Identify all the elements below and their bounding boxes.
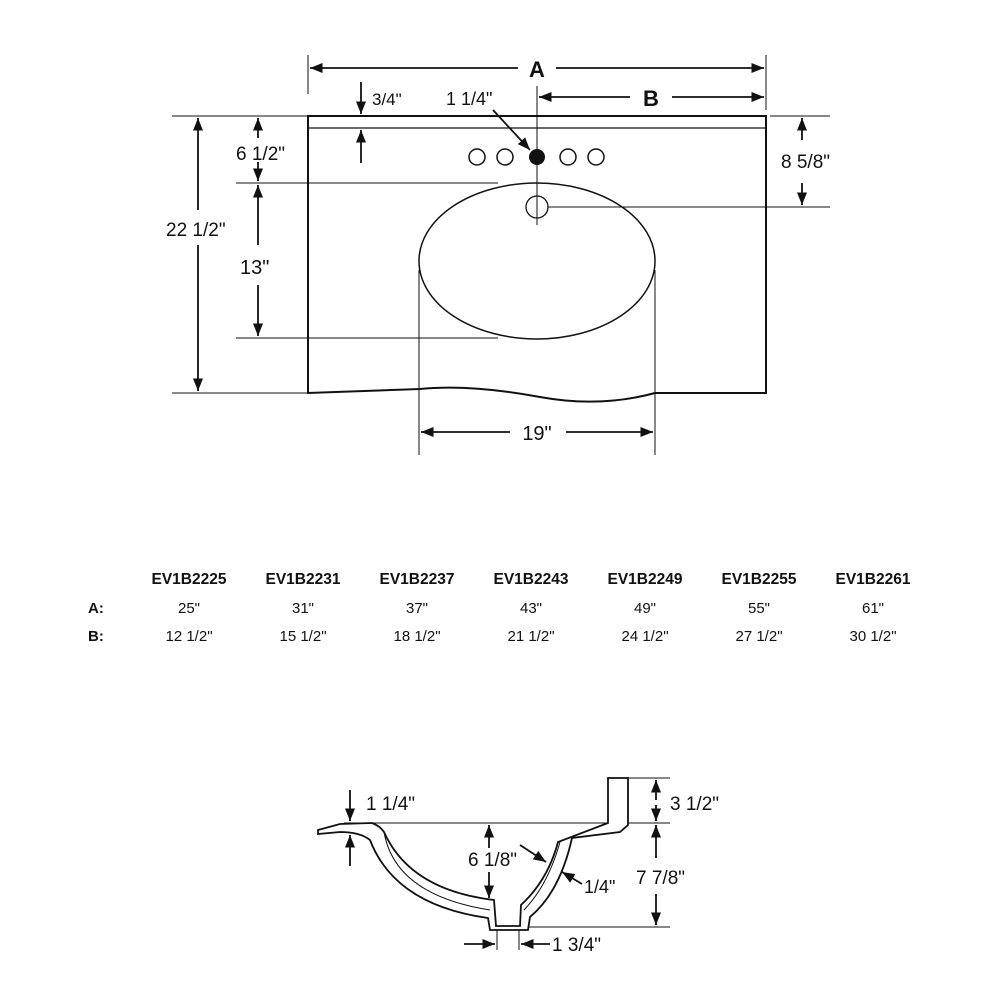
dim-total: 7 7/8" — [636, 868, 685, 889]
dim-six-half: 6 1/2" — [236, 144, 285, 165]
faucet-hole — [496, 148, 514, 166]
table-corner — [88, 566, 132, 594]
dim-eight-fiveeighth: 8 5/8" — [781, 152, 830, 173]
row-b: B: 12 1/2" 15 1/2" 18 1/2" 21 1/2" 24 1/… — [88, 622, 930, 650]
dim-rim: 1 1/4" — [366, 794, 415, 815]
a-value: 61" — [861, 599, 884, 617]
model-name: EV1B2225 — [151, 571, 227, 588]
b-value: 12 1/2" — [165, 627, 213, 645]
model-name: EV1B2231 — [265, 571, 341, 588]
sink-profile — [317, 777, 629, 931]
faucet-hole — [468, 148, 486, 166]
b-value: 18 1/2" — [393, 627, 441, 645]
model-name: EV1B2249 — [607, 571, 683, 588]
b-value: 24 1/2" — [621, 627, 669, 645]
row-b-label: B: — [88, 627, 104, 645]
a-value: 55" — [747, 599, 770, 617]
dim-drain-label: 1 1/4" — [446, 89, 492, 109]
dim-three-quarter: 3/4" — [372, 90, 402, 109]
dim-backsplash: 3 1/2" — [670, 794, 719, 815]
row-a-label: A: — [88, 599, 104, 617]
faucet-hole — [559, 148, 577, 166]
model-dimension-table: EV1B2225 EV1B2231 EV1B2237 EV1B2243 EV1B… — [88, 566, 930, 650]
vanity-top-outline — [307, 115, 767, 403]
model-name: EV1B2243 — [493, 571, 569, 588]
row-a: A: 25" 31" 37" 43" 49" 55" 61" — [88, 594, 930, 622]
a-value: 37" — [405, 599, 428, 617]
dim-drain-width: 1 3/4" — [552, 935, 601, 956]
b-value: 27 1/2" — [735, 627, 783, 645]
model-name: EV1B2237 — [379, 571, 455, 588]
section-view: 1 1/4" 3 1/2" 6 1/8" 1/4" 7 7/8" 1 3/4" — [317, 777, 719, 956]
b-value: 30 1/2" — [849, 627, 897, 645]
model-name: EV1B2255 — [721, 571, 797, 588]
faucet-hole — [587, 148, 605, 166]
top-view: A B 3/4" 1 1/4" 6 1/2" 22 1/2" 13" 8 5/8… — [166, 55, 830, 455]
dim-wall: 1/4" — [584, 877, 615, 897]
model-header-row: EV1B2225 EV1B2231 EV1B2237 EV1B2243 EV1B… — [88, 566, 930, 594]
a-value: 49" — [633, 599, 656, 617]
dim-thirteen: 13" — [240, 257, 269, 279]
dim-a-label: A — [529, 57, 545, 82]
a-value: 31" — [291, 599, 314, 617]
b-value: 21 1/2" — [507, 627, 555, 645]
a-value: 25" — [177, 599, 200, 617]
b-value: 15 1/2" — [279, 627, 327, 645]
dim-twentytwo-half: 22 1/2" — [166, 220, 226, 241]
dim-b-label: B — [643, 86, 659, 111]
a-value: 43" — [519, 599, 542, 617]
dim-nineteen: 19" — [522, 423, 551, 445]
model-name: EV1B2261 — [835, 571, 911, 588]
dim-depth: 6 1/8" — [468, 850, 517, 871]
